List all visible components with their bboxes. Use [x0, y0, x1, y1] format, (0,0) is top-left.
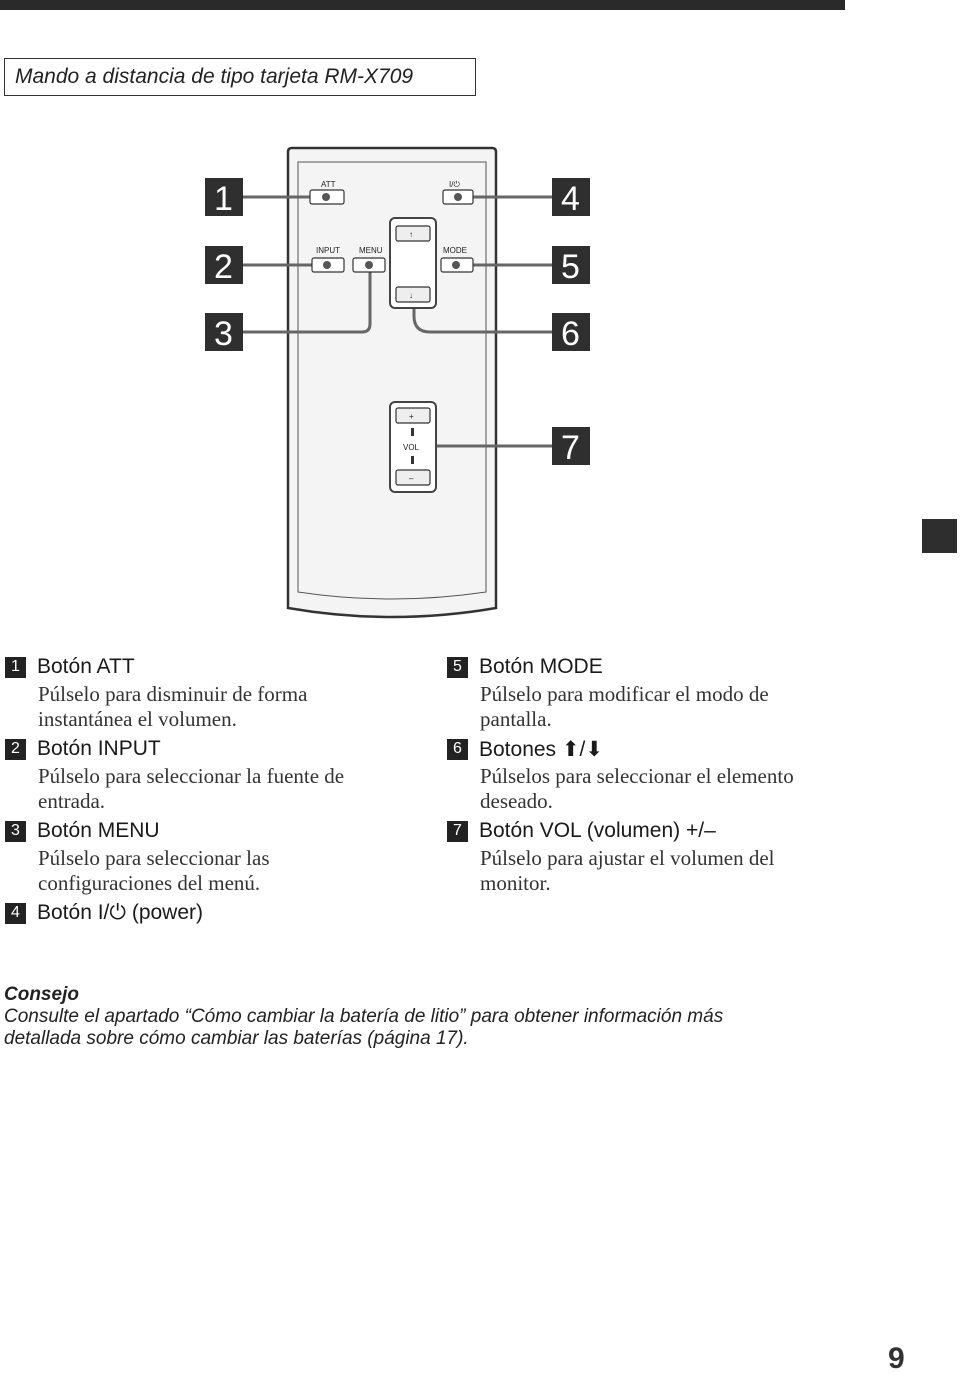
leader-line-6	[412, 306, 552, 334]
callout-7: 7	[561, 429, 580, 467]
entry-heading: Botón MODE	[479, 655, 603, 678]
vol-tick-top	[411, 428, 414, 436]
power-label: I/⏻	[449, 180, 460, 189]
vol-minus-button[interactable]	[395, 469, 431, 486]
entry-heading: Botón VOL (volumen) +/–	[479, 819, 716, 842]
down-arrow-icon: ↓	[409, 291, 413, 300]
up-button[interactable]	[395, 225, 431, 242]
remote-diagram: ATT I/⏻ INPUT MENU MODE ↑ ↓ + VOL – 1 2 …	[205, 146, 590, 619]
entry-input: 2 Botón INPUT Púlselo para seleccionar la…	[5, 734, 425, 814]
vol-tick-bottom	[411, 456, 414, 464]
entry-heading: Botón MENU	[37, 819, 160, 842]
callout-1: 1	[214, 180, 233, 218]
descriptions-left: 1 Botón ATT Púlselo para disminuir de for…	[5, 652, 425, 928]
callout-3: 3	[214, 315, 233, 353]
descriptions-right: 5 Botón MODE Púlselo para modificar el mo…	[447, 652, 867, 898]
power-button-dot	[454, 193, 462, 201]
att-label: ATT	[321, 180, 336, 189]
entry-arrows: 6 Botones ⬆/⬇ Púlselos para seleccionar e…	[447, 734, 867, 814]
entry-number: 1	[5, 656, 26, 678]
vol-label: VOL	[403, 443, 420, 452]
entry-number: 7	[447, 820, 468, 842]
section-tab	[922, 519, 957, 553]
menu-label: MENU	[359, 246, 383, 255]
tip-section: Consejo Consulte el apartado “Cómo cambi…	[4, 984, 904, 1050]
entry-mode: 5 Botón MODE Púlselo para modificar el mo…	[447, 652, 867, 732]
callout-box-2	[205, 246, 243, 284]
callout-box-1	[205, 178, 243, 216]
entry-number: 6	[447, 738, 468, 760]
tip-title: Consejo	[4, 984, 79, 1005]
entry-att: 1 Botón ATT Púlselo para disminuir de for…	[5, 652, 425, 732]
entry-heading: Botón INPUT	[37, 737, 161, 760]
entry-number: 4	[5, 902, 26, 924]
down-button[interactable]	[395, 286, 431, 303]
input-label: INPUT	[316, 246, 340, 255]
top-bar	[0, 0, 845, 10]
input-button-dot	[323, 261, 331, 269]
att-button-dot	[322, 193, 330, 201]
tip-line: Consulte el apartado “Cómo cambiar la ba…	[4, 1006, 724, 1027]
mode-label: MODE	[443, 246, 467, 255]
entry-number: 3	[5, 820, 26, 842]
tip-line: detallada sobre cómo cambiar las batería…	[4, 1028, 469, 1049]
page-number: 9	[888, 1342, 905, 1375]
callout-box-6	[552, 313, 590, 351]
vol-plus-button[interactable]	[395, 407, 431, 424]
callout-box-4	[552, 178, 590, 216]
entry-number: 5	[447, 656, 468, 678]
callout-box-7	[552, 427, 590, 465]
entry-heading: Botón I/⏻ (power)	[37, 901, 204, 924]
callout-box-5	[552, 246, 590, 284]
up-arrow-icon: ↑	[409, 230, 413, 239]
mode-button-dot	[452, 261, 460, 269]
entry-menu: 3 Botón MENU Púlselo para seleccionar las…	[5, 816, 425, 896]
callout-2: 2	[214, 248, 233, 286]
entry-heading: Botón ATT	[37, 655, 135, 678]
leader-line-3	[242, 265, 372, 334]
entry-power: 4 Botón I/⏻ (power)	[5, 898, 425, 928]
callout-4: 4	[561, 180, 580, 218]
vol-plus-label: +	[409, 412, 414, 421]
entry-heading: Botones ⬆/⬇	[479, 737, 603, 761]
callout-5: 5	[561, 248, 580, 286]
remote-inner-border	[297, 161, 487, 600]
callout-6: 6	[561, 315, 580, 353]
page-title: Mando a distancia de tipo tarjeta RM-X70…	[4, 58, 476, 96]
menu-button-dot	[365, 261, 373, 269]
callout-box-3	[205, 313, 243, 351]
vol-minus-label: –	[409, 474, 414, 483]
entry-number: 2	[5, 738, 26, 760]
entry-vol: 7 Botón VOL (volumen) +/– Púlselo para aj…	[447, 816, 867, 896]
